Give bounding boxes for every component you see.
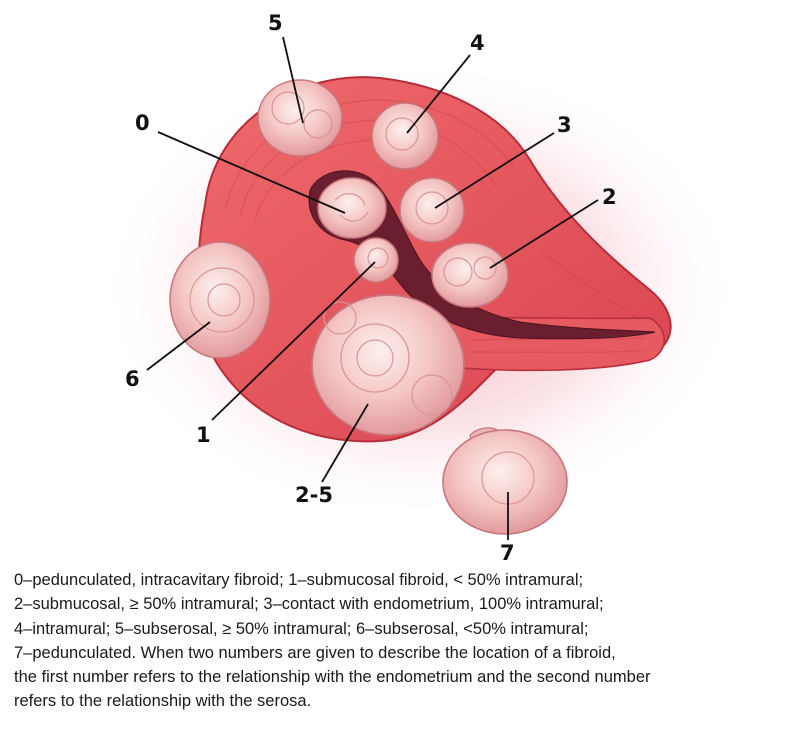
leader-line-0 — [157, 131, 346, 214]
fibroid-7 — [442, 427, 568, 535]
label-6: 6 — [125, 367, 140, 391]
label-2-5: 2-5 — [295, 483, 333, 507]
leader-line-1 — [211, 261, 376, 421]
figure-caption: 0–pedunculated, intracavitary fibroid; 1… — [14, 568, 790, 714]
label-2: 2 — [602, 185, 617, 209]
caption-line-3: 4–intramural; 5–subserosal, ≥ 50% intram… — [14, 619, 589, 638]
caption-line-1: 0–pedunculated, intracavitary fibroid; 1… — [14, 571, 584, 589]
caption-line-6: refers to the relationship with the sero… — [14, 692, 312, 711]
fibroid-2-5 — [311, 294, 465, 436]
leader-lines — [146, 36, 599, 540]
leader-line-3 — [434, 132, 555, 209]
caption-line-2: 2–submucosal, ≥ 50% intramural; 3–contac… — [14, 595, 604, 614]
caption-line-5: the first number refers to the relations… — [14, 668, 651, 687]
label-5: 5 — [268, 11, 283, 35]
label-7: 7 — [500, 541, 515, 565]
fibroid-6 — [169, 241, 271, 359]
leader-line-6 — [146, 321, 211, 371]
label-3: 3 — [557, 113, 572, 137]
leader-line-2-5 — [321, 403, 369, 483]
fibroid-5 — [257, 79, 343, 157]
fibroid-diagram: 5 4 0 3 2 6 1 2-5 7 — [100, 11, 740, 565]
label-4: 4 — [470, 31, 485, 55]
fibroid-4 — [371, 102, 439, 170]
label-0: 0 — [135, 111, 150, 135]
leader-line-4 — [406, 54, 471, 134]
fibroid-3 — [399, 177, 465, 243]
leader-line-5 — [282, 36, 304, 124]
caption-line-4: 7–pedunculated. When two numbers are giv… — [14, 643, 616, 662]
label-1: 1 — [196, 423, 211, 447]
uterus-illustration: 5 4 0 3 2 6 1 2-5 7 — [100, 11, 740, 565]
leader-line-2 — [489, 199, 599, 269]
fibroid-2 — [431, 242, 509, 308]
fibroid-0 — [317, 177, 387, 239]
